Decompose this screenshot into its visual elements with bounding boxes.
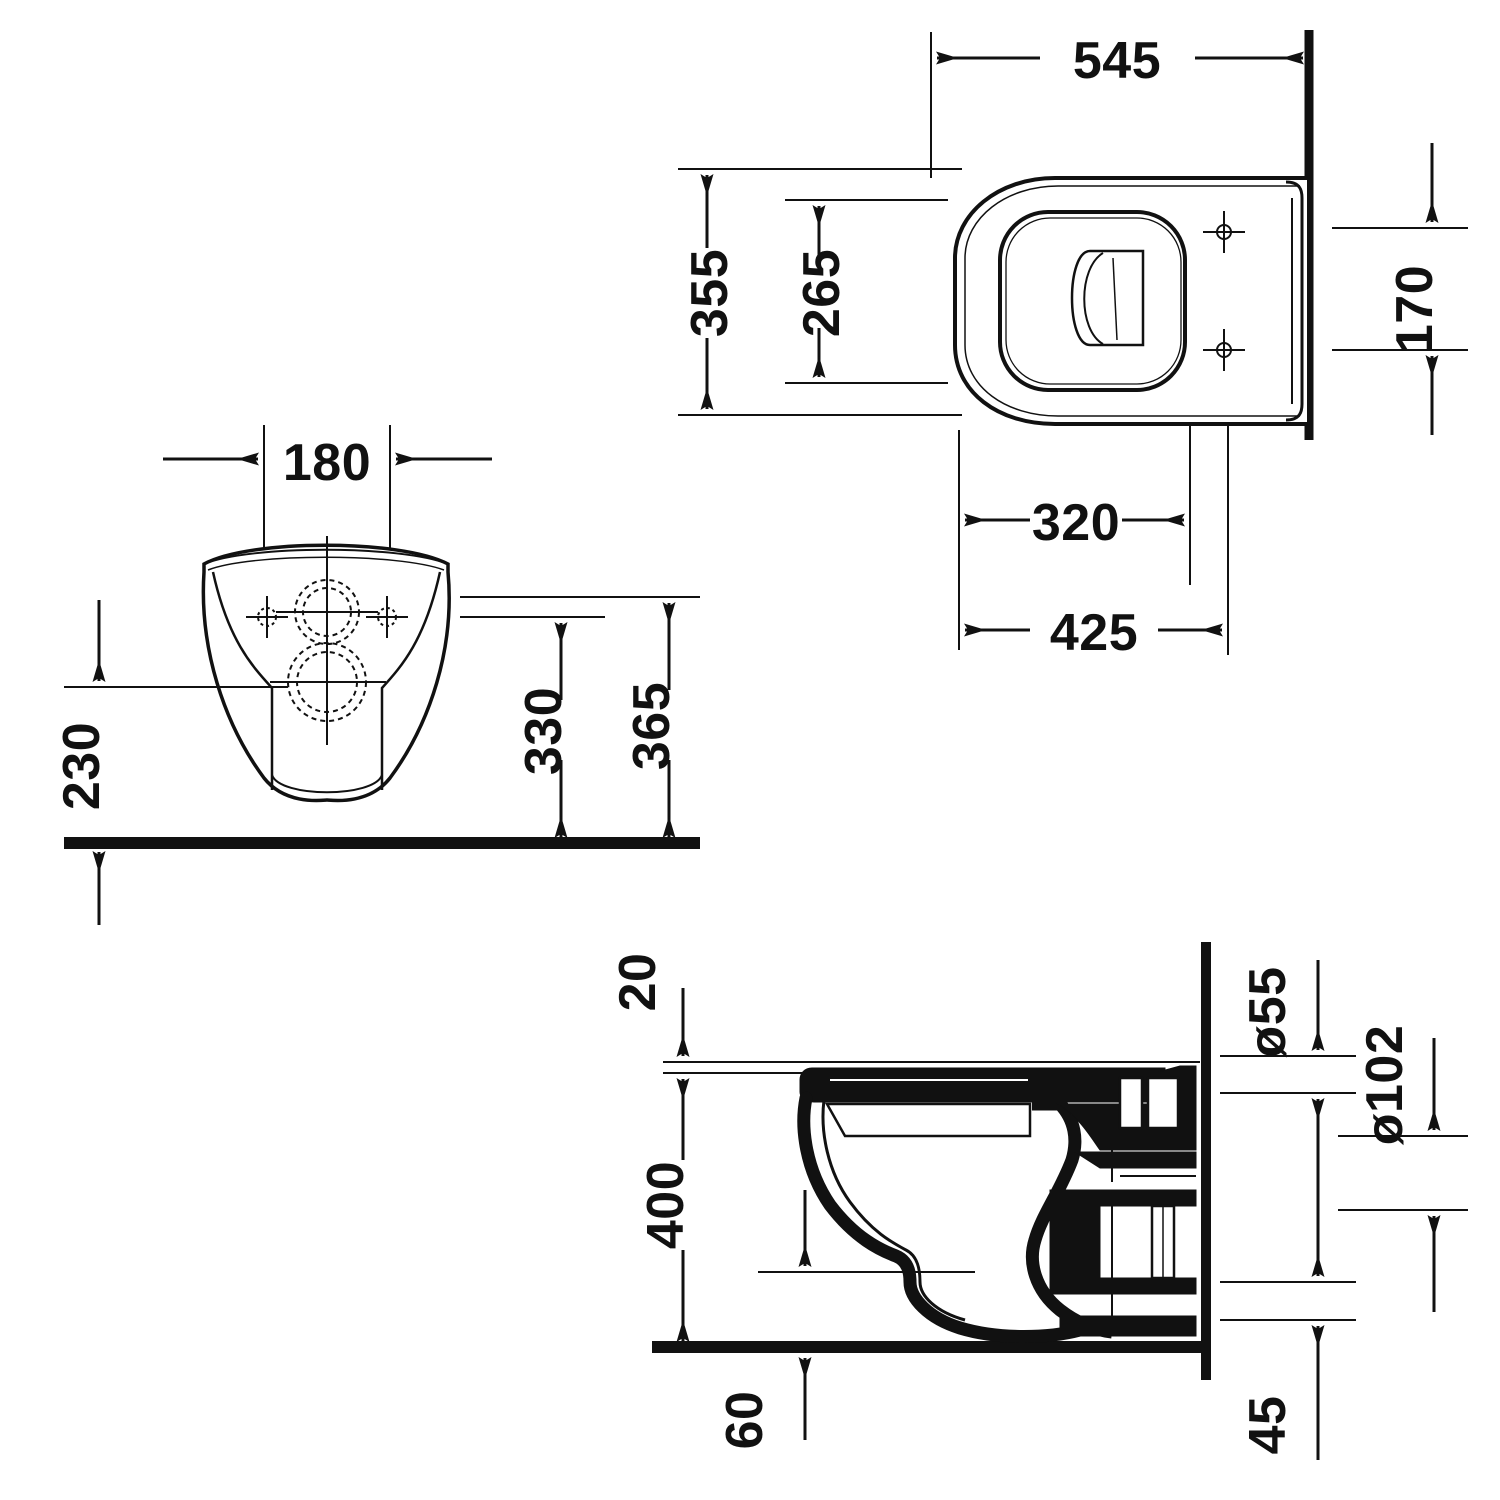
side-dim-45-label: 45	[1239, 1396, 1297, 1455]
side-seat-lid	[799, 1067, 1166, 1103]
plan-bowl-inner-shadow	[964, 185, 1300, 417]
front-dim-330-label: 330	[515, 687, 573, 775]
front-bolt-right	[366, 596, 408, 638]
side-dim-d55-label: ø55	[1239, 966, 1297, 1057]
side-view-group: 20 400 60	[609, 942, 1468, 1460]
plan-dim-265-label: 265	[793, 249, 851, 337]
side-bowl-interior-line	[821, 1099, 966, 1322]
side-base-slab	[1059, 1315, 1197, 1337]
plan-dim-545-label: 545	[1073, 32, 1161, 90]
front-outlet-hole-lower	[270, 610, 386, 745]
front-rim-top-edge2	[207, 556, 445, 571]
front-dim-365-label: 365	[623, 682, 681, 770]
front-dim-230-label: 230	[53, 722, 111, 810]
front-dim-180-label: 180	[283, 434, 371, 492]
plan-hinge-inner-arc	[1083, 252, 1104, 345]
plan-view-group: 545 355 265 170	[678, 30, 1468, 662]
side-outlet-block	[1049, 1189, 1197, 1295]
plan-wall-connector	[1285, 180, 1304, 422]
front-foot-bottom	[271, 774, 383, 794]
front-body-curve-right	[380, 571, 442, 790]
plan-dim-320-label: 320	[1032, 494, 1120, 552]
plan-dim-425-label: 425	[1050, 604, 1138, 662]
side-mid-stub	[1073, 1151, 1197, 1169]
plan-hinge-detail	[1070, 249, 1145, 347]
side-dim-d102-label: ø102	[1356, 1025, 1414, 1146]
plan-bolt-upper	[1203, 211, 1245, 253]
side-dim-400-label: 400	[637, 1161, 695, 1249]
side-bowl-profile	[797, 1091, 1087, 1343]
side-dim-60-label: 60	[716, 1391, 774, 1450]
side-dim-20-label: 20	[609, 953, 667, 1012]
front-bolt-left	[246, 596, 288, 638]
side-rim-cavity	[824, 1102, 1032, 1138]
plan-dim-170-label: 170	[1386, 265, 1444, 353]
front-rim-top-edge	[203, 548, 449, 565]
plan-dim-355-label: 355	[681, 249, 739, 337]
front-body-curve-left	[211, 571, 274, 790]
side-block-hole-2	[1118, 1076, 1144, 1130]
front-view-group: 180	[53, 425, 700, 925]
plan-seat-opening-inner	[1005, 217, 1182, 385]
plan-bolt-lower	[1203, 329, 1245, 371]
side-block-hole-1	[1146, 1076, 1180, 1130]
plan-hinge-center-line	[1112, 257, 1118, 341]
